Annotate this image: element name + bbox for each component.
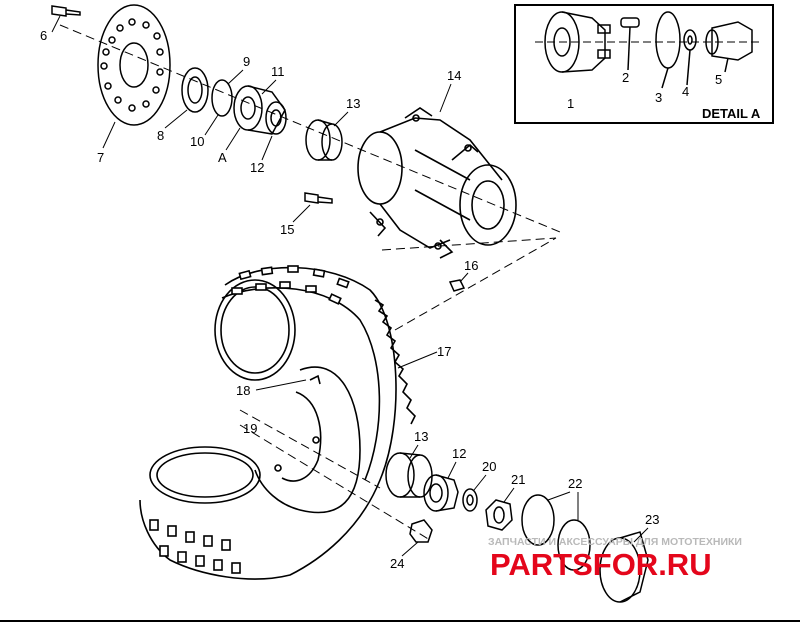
callout-20: 20 <box>482 459 496 474</box>
race-13-upper <box>305 119 343 161</box>
callout-8: 8 <box>157 128 164 143</box>
bolt-15 <box>304 192 333 204</box>
callout-12b: 12 <box>452 446 466 461</box>
callout-12: 12 <box>250 160 264 175</box>
detail-part-5 <box>705 21 753 73</box>
detail-a-box: DETAIL A 1 <box>514 4 774 124</box>
watermark-brand: PARTSFOR.RU <box>490 547 712 582</box>
nut-16 <box>448 279 466 292</box>
callout-4: 4 <box>682 84 689 99</box>
callout-13b: 13 <box>414 429 428 444</box>
callout-11: 11 <box>271 64 285 79</box>
callout-6: 6 <box>40 28 47 43</box>
callout-14: 14 <box>447 68 461 83</box>
callout-21: 21 <box>511 472 525 487</box>
detail-part-3 <box>655 11 681 89</box>
bearing-11 <box>233 85 287 135</box>
callout-3: 3 <box>655 90 662 105</box>
bolt-6 <box>51 5 81 17</box>
callout-1: 1 <box>567 96 574 111</box>
spacer-9 <box>211 79 233 117</box>
callout-22: 22 <box>568 476 582 491</box>
callout-9: 9 <box>243 54 250 69</box>
seal-8 <box>181 67 209 113</box>
callout-7: 7 <box>97 150 104 165</box>
callout-23: 23 <box>645 512 659 527</box>
brake-disc-7 <box>97 4 171 126</box>
snap-rings-22 <box>521 494 591 571</box>
hub-cap-23 <box>599 531 649 603</box>
callout-18: 18 <box>236 383 250 398</box>
callout-19: 19 <box>243 421 257 436</box>
callout-2: 2 <box>622 70 629 85</box>
callout-10: 10 <box>190 134 204 149</box>
valve-24 <box>409 519 433 543</box>
nut-21 <box>485 499 513 531</box>
axis-line-upper <box>59 24 561 233</box>
tire-17 <box>139 265 416 580</box>
hub-14 <box>357 107 517 259</box>
callout-24: 24 <box>390 556 404 571</box>
detail-part-4 <box>683 29 697 86</box>
callout-17: 17 <box>437 344 451 359</box>
watermark: ЗАПЧАСТИ И АКСЕССУАРЫ ДЛЯ МОТОТЕХНИКИ PA… <box>488 536 742 582</box>
detail-ref-a: A <box>218 150 227 165</box>
callout-5: 5 <box>715 72 722 87</box>
callout-13: 13 <box>346 96 360 111</box>
washer-20 <box>462 488 478 512</box>
race-13-lower <box>385 452 433 498</box>
callout-16: 16 <box>464 258 478 273</box>
detail-part-2 <box>620 17 640 71</box>
watermark-caption: ЗАПЧАСТИ И АКСЕССУАРЫ ДЛЯ МОТОТЕХНИКИ <box>488 536 742 548</box>
rim-19 <box>149 366 361 514</box>
detail-box-title: DETAIL A <box>702 106 761 121</box>
callout-15: 15 <box>280 222 294 237</box>
bearing-12-lower <box>423 474 459 512</box>
